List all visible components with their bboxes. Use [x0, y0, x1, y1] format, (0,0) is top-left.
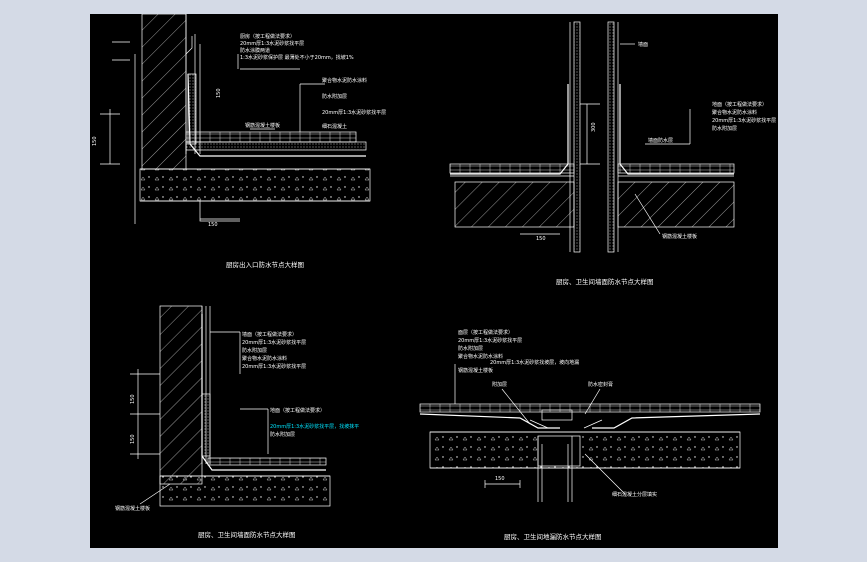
d1-label-5: 防水附加层: [322, 93, 347, 100]
d4-label-3: 聚合物水泥防水涂料: [458, 353, 503, 360]
detail-3-wall-corner: [130, 305, 331, 507]
d2-dim-0: 150: [536, 236, 546, 242]
detail-4-labels: 面层（按工程做法要求） 20mm厚1:3水泥砂浆找平层 防水附加层 聚合物水泥防…: [458, 329, 657, 541]
floor-tiles-left: [449, 163, 575, 174]
d4-label-0: 面层（按工程做法要求）: [458, 329, 513, 336]
d1-title: 厨房出入口防水节点大样图: [226, 260, 304, 269]
floor-tiles-right: [617, 163, 735, 174]
d3-dim-0: 150: [130, 394, 136, 404]
d1-label-0: 厨房（按工程做法要求）: [240, 33, 295, 40]
slab-left: [454, 181, 575, 228]
wall-right: [607, 21, 615, 253]
wall-hatch: [159, 305, 203, 485]
detail-3-labels: 墙面（按工程做法要求） 20mm厚1:3水泥砂浆找平层 防水附加层 聚合物水泥防…: [115, 331, 359, 539]
wall-hatch: [141, 14, 187, 170]
detail-1-labels: 厨房（按工程做法要求） 20mm厚1:3水泥砂浆找平层 防水涂膜两道 1:3水泥…: [92, 33, 386, 269]
d1-label-3: 1:3水泥砂浆保护层 最薄处不小于20mm，找坡1%: [240, 54, 354, 61]
detail-2-wall-floor: [449, 21, 735, 253]
cad-drawing: 厨房（按工程做法要求） 20mm厚1:3水泥砂浆找平层 防水涂膜两道 1:3水泥…: [92, 14, 776, 541]
d1-dim-0: 150: [92, 136, 98, 146]
d4-label-6: 附加层: [492, 381, 507, 388]
d1-dim-2: 150: [216, 88, 222, 98]
d2-dim-1: 300: [591, 122, 597, 132]
wall-left: [573, 21, 581, 253]
d2-label-4: 防水附加层: [712, 125, 737, 132]
slab-right: [617, 181, 735, 228]
slab: [429, 431, 741, 469]
d4-dim-0: 150: [495, 476, 505, 482]
screed-layer: [185, 141, 367, 151]
d3-label-7: 防水附加层: [270, 431, 295, 438]
d3-label-5: 地面（按工程做法要求）: [270, 407, 325, 414]
d3-label-4: 20mm厚1:3水泥砂浆找平层: [242, 363, 306, 370]
slab: [159, 475, 331, 507]
d1-label-2: 防水涂膜两道: [240, 47, 270, 54]
d4-label-5: 钢筋混凝土楼板: [458, 367, 493, 374]
drawing-sheet: 厨房（按工程做法要求） 20mm厚1:3水泥砂浆找平层 防水涂膜两道 1:3水泥…: [90, 14, 778, 548]
d1-label-1: 20mm厚1:3水泥砂浆找平层: [240, 40, 304, 47]
d4-label-7: 防水密封膏: [588, 381, 613, 388]
d3-label-1: 20mm厚1:3水泥砂浆找平层: [242, 339, 306, 346]
d2-label-3: 20mm厚1:3水泥砂浆找平层: [712, 117, 776, 124]
d2-label-6: 钢筋混凝土楼板: [662, 233, 697, 240]
d3-dim-1: 150: [130, 434, 136, 444]
d4-label-1: 20mm厚1:3水泥砂浆找平层: [458, 337, 522, 344]
d1-label-4: 聚合物水泥防水涂料: [322, 77, 367, 84]
d4-label-4: 20mm厚1:3水泥砂浆找坡层，坡向地漏: [490, 359, 579, 366]
d1-dim-1: 150: [208, 222, 218, 228]
detail-4-floor-drain: [419, 364, 761, 502]
d2-label-5: 墙面防水层: [648, 137, 673, 144]
d4-label-8: 细石混凝土分层填实: [612, 491, 657, 498]
d2-label-0: 墙面: [638, 41, 648, 48]
d3-title: 厨房、卫生间墙面防水节点大样图: [198, 530, 296, 539]
d2-label-1: 地面（按工程做法要求）: [712, 101, 767, 108]
d4-title: 厨房、卫生间地漏防水节点大样图: [504, 532, 602, 541]
d4-label-2: 防水附加层: [458, 345, 483, 352]
floor-tiles: [207, 457, 327, 466]
d2-title: 厨房、卫生间墙面防水节点大样图: [556, 277, 654, 286]
floor-tiles: [419, 403, 761, 413]
d3-label-3: 聚合物水泥防水涂料: [242, 355, 287, 362]
d2-label-2: 聚合物水泥防水涂料: [712, 109, 757, 116]
slab-section: [139, 168, 371, 202]
d3-label-2: 防水附加层: [242, 347, 267, 354]
d3-label-0: 墙面（按工程做法要求）: [242, 331, 297, 338]
d3-label-8: 钢筋混凝土楼板: [115, 505, 150, 512]
d1-label-7: 细石混凝土: [322, 123, 347, 130]
detail-1-door-threshold: [100, 14, 371, 224]
floor-tiles: [185, 131, 357, 143]
d3-label-6: 20mm厚1:3水泥砂浆找平层，找坡抹平: [270, 423, 359, 430]
d1-label-8: 钢筋混凝土楼板: [245, 122, 280, 129]
d1-label-6: 20mm厚1:3水泥砂浆找平层: [322, 109, 386, 116]
detail-2-labels: 墙面 地面（按工程做法要求） 聚合物水泥防水涂料 20mm厚1:3水泥砂浆找平层…: [536, 41, 776, 286]
